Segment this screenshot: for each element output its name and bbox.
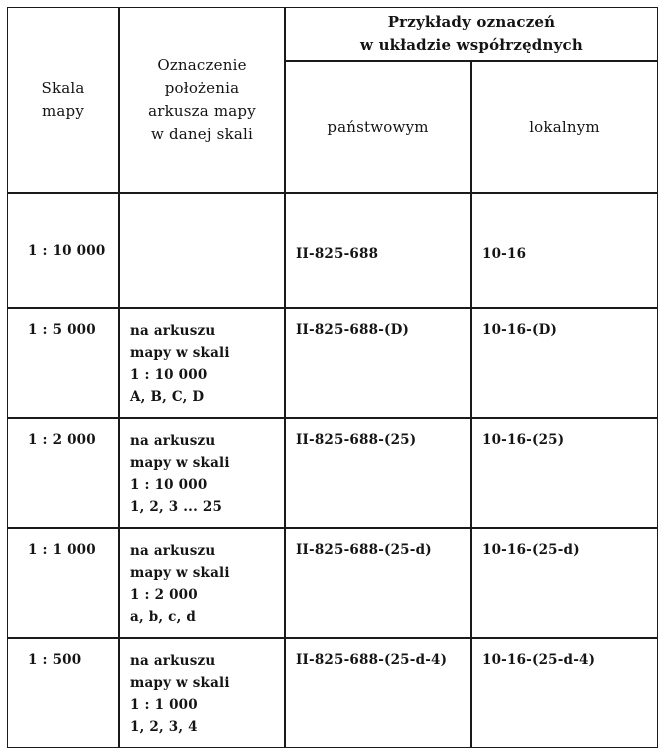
- row-sheet-designation: na arkuszu mapy w skali 1 : 1 000 1, 2, …: [130, 653, 230, 735]
- row-divider: [8, 637, 657, 639]
- row-state-example: II-825-688-(25-d): [296, 542, 432, 558]
- row-divider: [8, 307, 657, 309]
- column-divider: [470, 60, 472, 747]
- row-local-example: 10-16-(25-d-4): [482, 652, 596, 668]
- row-divider: [8, 527, 657, 529]
- row-local-example: 10-16-(25-d): [482, 542, 580, 558]
- row-scale: 1 : 10 000: [28, 243, 106, 259]
- row-local-example: 10-16-(25): [482, 432, 565, 448]
- row-state-example: II-825-688-(25-d-4): [296, 652, 448, 668]
- row-scale: 1 : 1 000: [28, 542, 96, 558]
- column-divider: [284, 8, 286, 747]
- header-state-system: państwowym: [327, 117, 429, 136]
- row-state-example: II-825-688: [296, 246, 379, 262]
- header-examples: Przykłady oznaczeń w układzie współrzędn…: [360, 13, 583, 54]
- row-sheet-designation: na arkuszu mapy w skali 1 : 10 000 1, 2,…: [130, 433, 230, 515]
- row-state-example: II-825-688-(25): [296, 432, 417, 448]
- header-sheet-designation: Oznaczenie położenia arkusza mapy w dane…: [148, 56, 256, 143]
- row-scale: 1 : 500: [28, 652, 82, 668]
- row-divider: [8, 417, 657, 419]
- row-local-example: 10-16: [482, 246, 527, 262]
- header-local-system: lokalnym: [529, 117, 600, 136]
- table-frame: [7, 7, 658, 748]
- row-sheet-designation: na arkuszu mapy w skali 1 : 2 000 a, b, …: [130, 543, 230, 625]
- row-scale: 1 : 5 000: [28, 322, 96, 338]
- header-divider: [8, 192, 657, 194]
- column-divider: [118, 8, 120, 747]
- row-local-example: 10-16-(D): [482, 322, 558, 338]
- header-scale: Skala mapy: [41, 79, 85, 120]
- header-subdivider: [285, 60, 657, 62]
- row-state-example: II-825-688-(D): [296, 322, 410, 338]
- row-scale: 1 : 2 000: [28, 432, 96, 448]
- row-sheet-designation: na arkuszu mapy w skali 1 : 10 000 A, B,…: [130, 323, 230, 405]
